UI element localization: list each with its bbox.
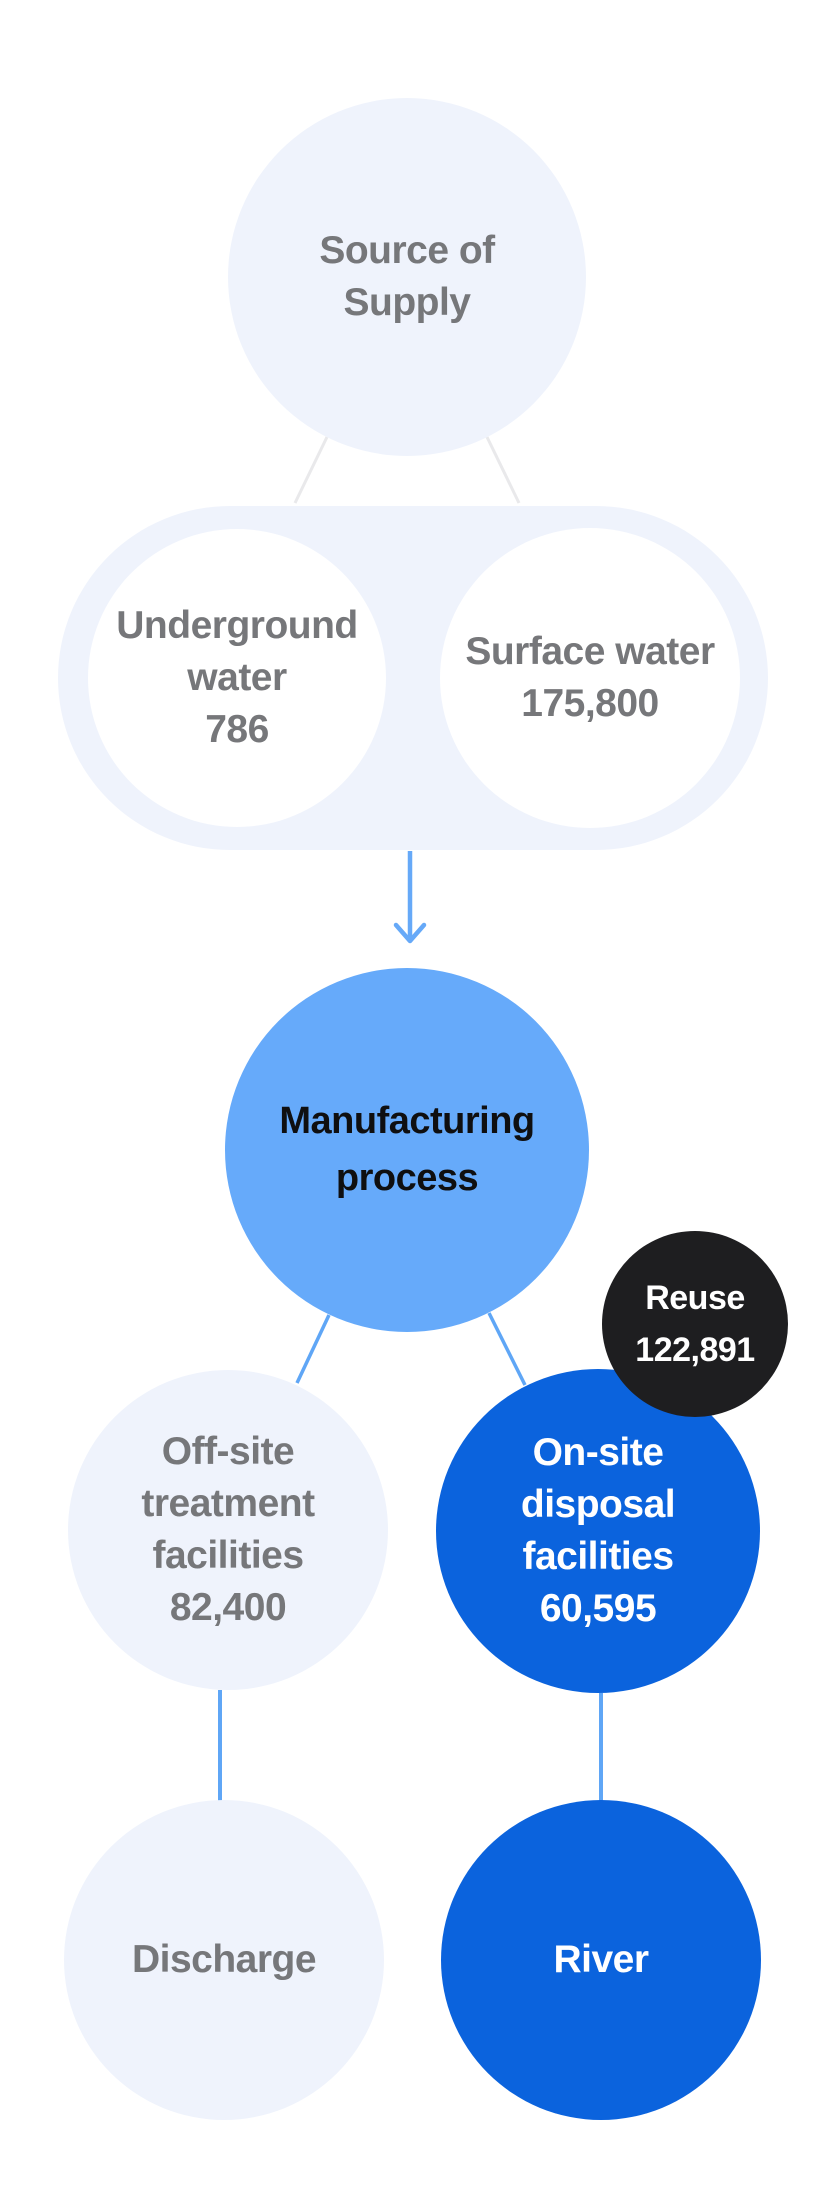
- discharge-line-1: Discharge: [131, 1938, 317, 1981]
- reuse-value: 122,891: [635, 1331, 755, 1369]
- manufacturing-process-label: Manufacturing process: [225, 1093, 589, 1207]
- source-line-2: Supply: [343, 281, 471, 324]
- offsite-value: 82,400: [169, 1586, 287, 1629]
- onsite-line-1: On-site: [532, 1431, 664, 1474]
- surface-line-1: Surface water: [465, 630, 715, 673]
- river-label: River: [441, 1934, 761, 1986]
- onsite-line-2: disposal: [520, 1483, 676, 1526]
- underground-water-label: Underground water 786: [88, 600, 386, 756]
- onsite-value: 60,595: [539, 1587, 657, 1630]
- manufacturing-line-2: process: [335, 1157, 479, 1199]
- discharge-label: Discharge: [64, 1934, 384, 1986]
- arrow-pill-to-manufacturing-head: [393, 922, 427, 944]
- reuse-line-1: Reuse: [645, 1279, 745, 1317]
- connector-source-to-pill-left: [293, 436, 329, 504]
- offsite-line-3: facilities: [152, 1534, 304, 1577]
- node-river: River: [441, 1800, 761, 2120]
- reuse-label: Reuse 122,891: [602, 1272, 788, 1376]
- node-underground-water: Underground water 786: [88, 529, 386, 827]
- river-line-1: River: [553, 1938, 649, 1981]
- node-offsite-treatment-facilities: Off-site treatment facilities 82,400: [68, 1370, 388, 1690]
- manufacturing-line-1: Manufacturing: [279, 1100, 535, 1142]
- node-reuse-badge: Reuse 122,891: [602, 1231, 788, 1417]
- connector-source-to-pill-right: [485, 436, 521, 504]
- underground-line-1: Underground: [116, 604, 358, 647]
- offsite-line-1: Off-site: [161, 1430, 295, 1473]
- offsite-line-2: treatment: [141, 1482, 315, 1525]
- connector-manufacturing-to-offsite: [295, 1314, 331, 1384]
- node-manufacturing-process: Manufacturing process: [225, 968, 589, 1332]
- offsite-label: Off-site treatment facilities 82,400: [68, 1426, 388, 1634]
- node-source-of-supply: Source of Supply: [228, 98, 586, 456]
- underground-value: 786: [205, 708, 269, 751]
- surface-value: 175,800: [521, 682, 659, 725]
- node-surface-water: Surface water 175,800: [440, 528, 740, 828]
- source-of-supply-label: Source of Supply: [228, 225, 586, 329]
- surface-water-label: Surface water 175,800: [440, 626, 740, 730]
- source-line-1: Source of: [319, 229, 495, 272]
- connector-manufacturing-to-onsite: [487, 1312, 527, 1386]
- underground-line-2: water: [187, 656, 287, 699]
- node-discharge: Discharge: [64, 1800, 384, 2120]
- onsite-label: On-site disposal facilities 60,595: [436, 1427, 760, 1635]
- onsite-line-3: facilities: [522, 1535, 674, 1578]
- node-onsite-disposal-facilities: On-site disposal facilities 60,595: [436, 1369, 760, 1693]
